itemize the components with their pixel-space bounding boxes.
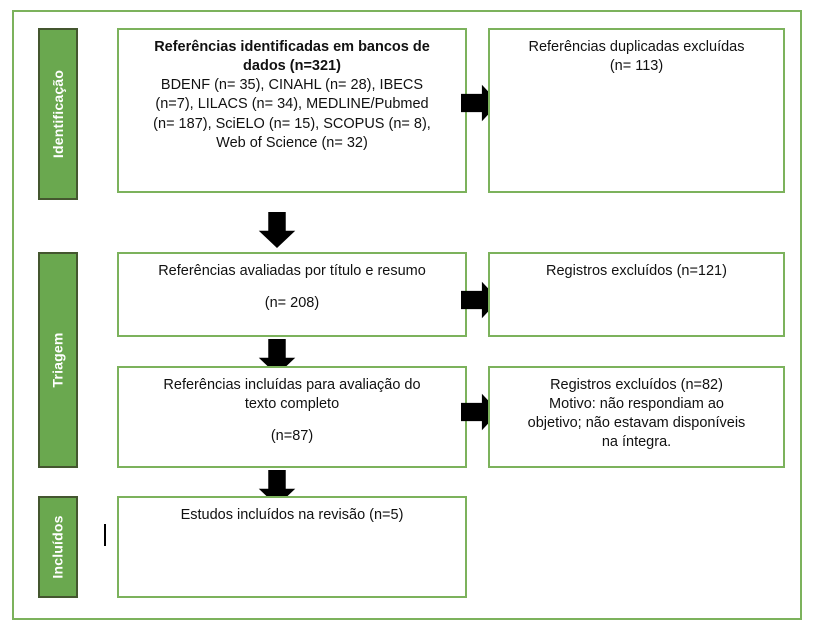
box-line: Registros excluídos (n=82) [550, 377, 723, 393]
box-line: BDENF (n= 35), CINAHL (n= 28), IBECS [160, 77, 424, 94]
diagram-outer-frame [12, 10, 802, 620]
box-line: (n= 208) [264, 295, 320, 312]
box-line: (n=87) [270, 428, 314, 445]
box-line: (n= 113) [609, 58, 664, 75]
box-fulltext-assessed: Referências incluídas para avaliação do … [117, 366, 467, 468]
box-line: (n=7), LILACS (n= 34), MEDLINE/Pubmed [155, 96, 429, 113]
box-references-screened: Referências avaliadas por título e resum… [117, 252, 467, 337]
box-line: Motivo: não respondiam ao [549, 396, 724, 413]
box-line: na íntegra. [601, 434, 672, 451]
box-duplicates-removed: Referências duplicadas excluídas (n= 113… [488, 28, 785, 193]
box-line: Web of Science (n= 32) [216, 134, 368, 151]
box-line: Referências incluídas para avaliação do [163, 377, 421, 393]
stage-bar-identificacao: Identificação [38, 28, 78, 200]
stage-label-identificacao: Identificação [50, 69, 66, 159]
box-line: dados (n=321) [243, 58, 341, 75]
box-records-excluded-screening: Registros excluídos (n=121) [488, 252, 785, 337]
box-studies-included: Estudos incluídos na revisão (n=5) [117, 496, 467, 598]
box-records-excluded-fulltext: Registros excluídos (n=82) Motivo: não r… [488, 366, 785, 468]
stage-bar-triagem: Triagem [38, 252, 78, 468]
box-line: Estudos incluídos na revisão (n=5) [180, 507, 404, 523]
box-line: texto completo [244, 396, 340, 413]
box-line: (n= 187), SciELO (n= 15), SCOPUS (n= 8), [153, 115, 431, 132]
stage-label-incluidos: Incluídos [50, 515, 66, 579]
box-line: Referências avaliadas por título e resum… [158, 263, 426, 279]
box-line: Referências duplicadas excluídas [528, 39, 745, 55]
stage-label-triagem: Triagem [50, 332, 66, 388]
box-line: objetivo; não estavam disponíveis [527, 415, 746, 432]
box-line: Registros excluídos (n=121) [546, 263, 727, 279]
stray-tick-mark [104, 524, 106, 546]
stage-bar-incluidos: Incluídos [38, 496, 78, 598]
box-line: Referências identificadas em bancos de [154, 39, 430, 55]
box-references-identified: Referências identificadas em bancos de d… [117, 28, 467, 193]
